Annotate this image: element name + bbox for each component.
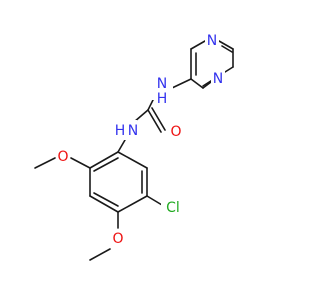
- atom-o-methoxy-upper: O: [57, 149, 68, 165]
- bond-double-inner: [93, 157, 119, 172]
- bond: [34, 157, 56, 169]
- bond: [190, 40, 206, 50]
- bond: [70, 157, 91, 169]
- bond: [89, 151, 119, 169]
- bond: [224, 66, 234, 73]
- atom-nh-lower-h: H: [115, 123, 126, 139]
- structure-diagram: N N N H O H N O Cl O: [34, 33, 234, 261]
- bond-double-inner: [221, 45, 233, 53]
- bond: [117, 139, 126, 153]
- substituents: [34, 157, 163, 261]
- atom-n-pyrazine-bottom: N: [213, 71, 223, 87]
- molecule-drawing: N N N H O H N O Cl O: [34, 33, 234, 261]
- bond: [218, 40, 234, 50]
- bond: [117, 151, 148, 169]
- bond-carbonyl: [151, 107, 166, 131]
- atom-labels: N N N H O H N O Cl O: [56, 33, 225, 248]
- pyrazine-ring: [190, 40, 234, 89]
- bond: [117, 195, 148, 213]
- bond: [190, 78, 204, 89]
- atom-nh-lower: N: [128, 123, 138, 139]
- bond-double-inner: [93, 192, 119, 207]
- bond: [202, 81, 212, 89]
- atom-o-methoxy-lower: O: [112, 231, 123, 247]
- bond: [171, 78, 192, 89]
- atom-n-pyrazine-top: N: [207, 33, 217, 49]
- atom-cl: Cl: [166, 200, 180, 216]
- bond: [89, 195, 119, 213]
- bond-carbonyl: [147, 109, 162, 133]
- benzene-ring: [89, 151, 148, 213]
- bond: [89, 248, 111, 261]
- bond: [146, 195, 163, 206]
- atom-nh-upper-h: H: [157, 91, 168, 107]
- atom-nh-upper: N: [157, 76, 167, 92]
- atom-o-carbonyl: O: [170, 124, 181, 140]
